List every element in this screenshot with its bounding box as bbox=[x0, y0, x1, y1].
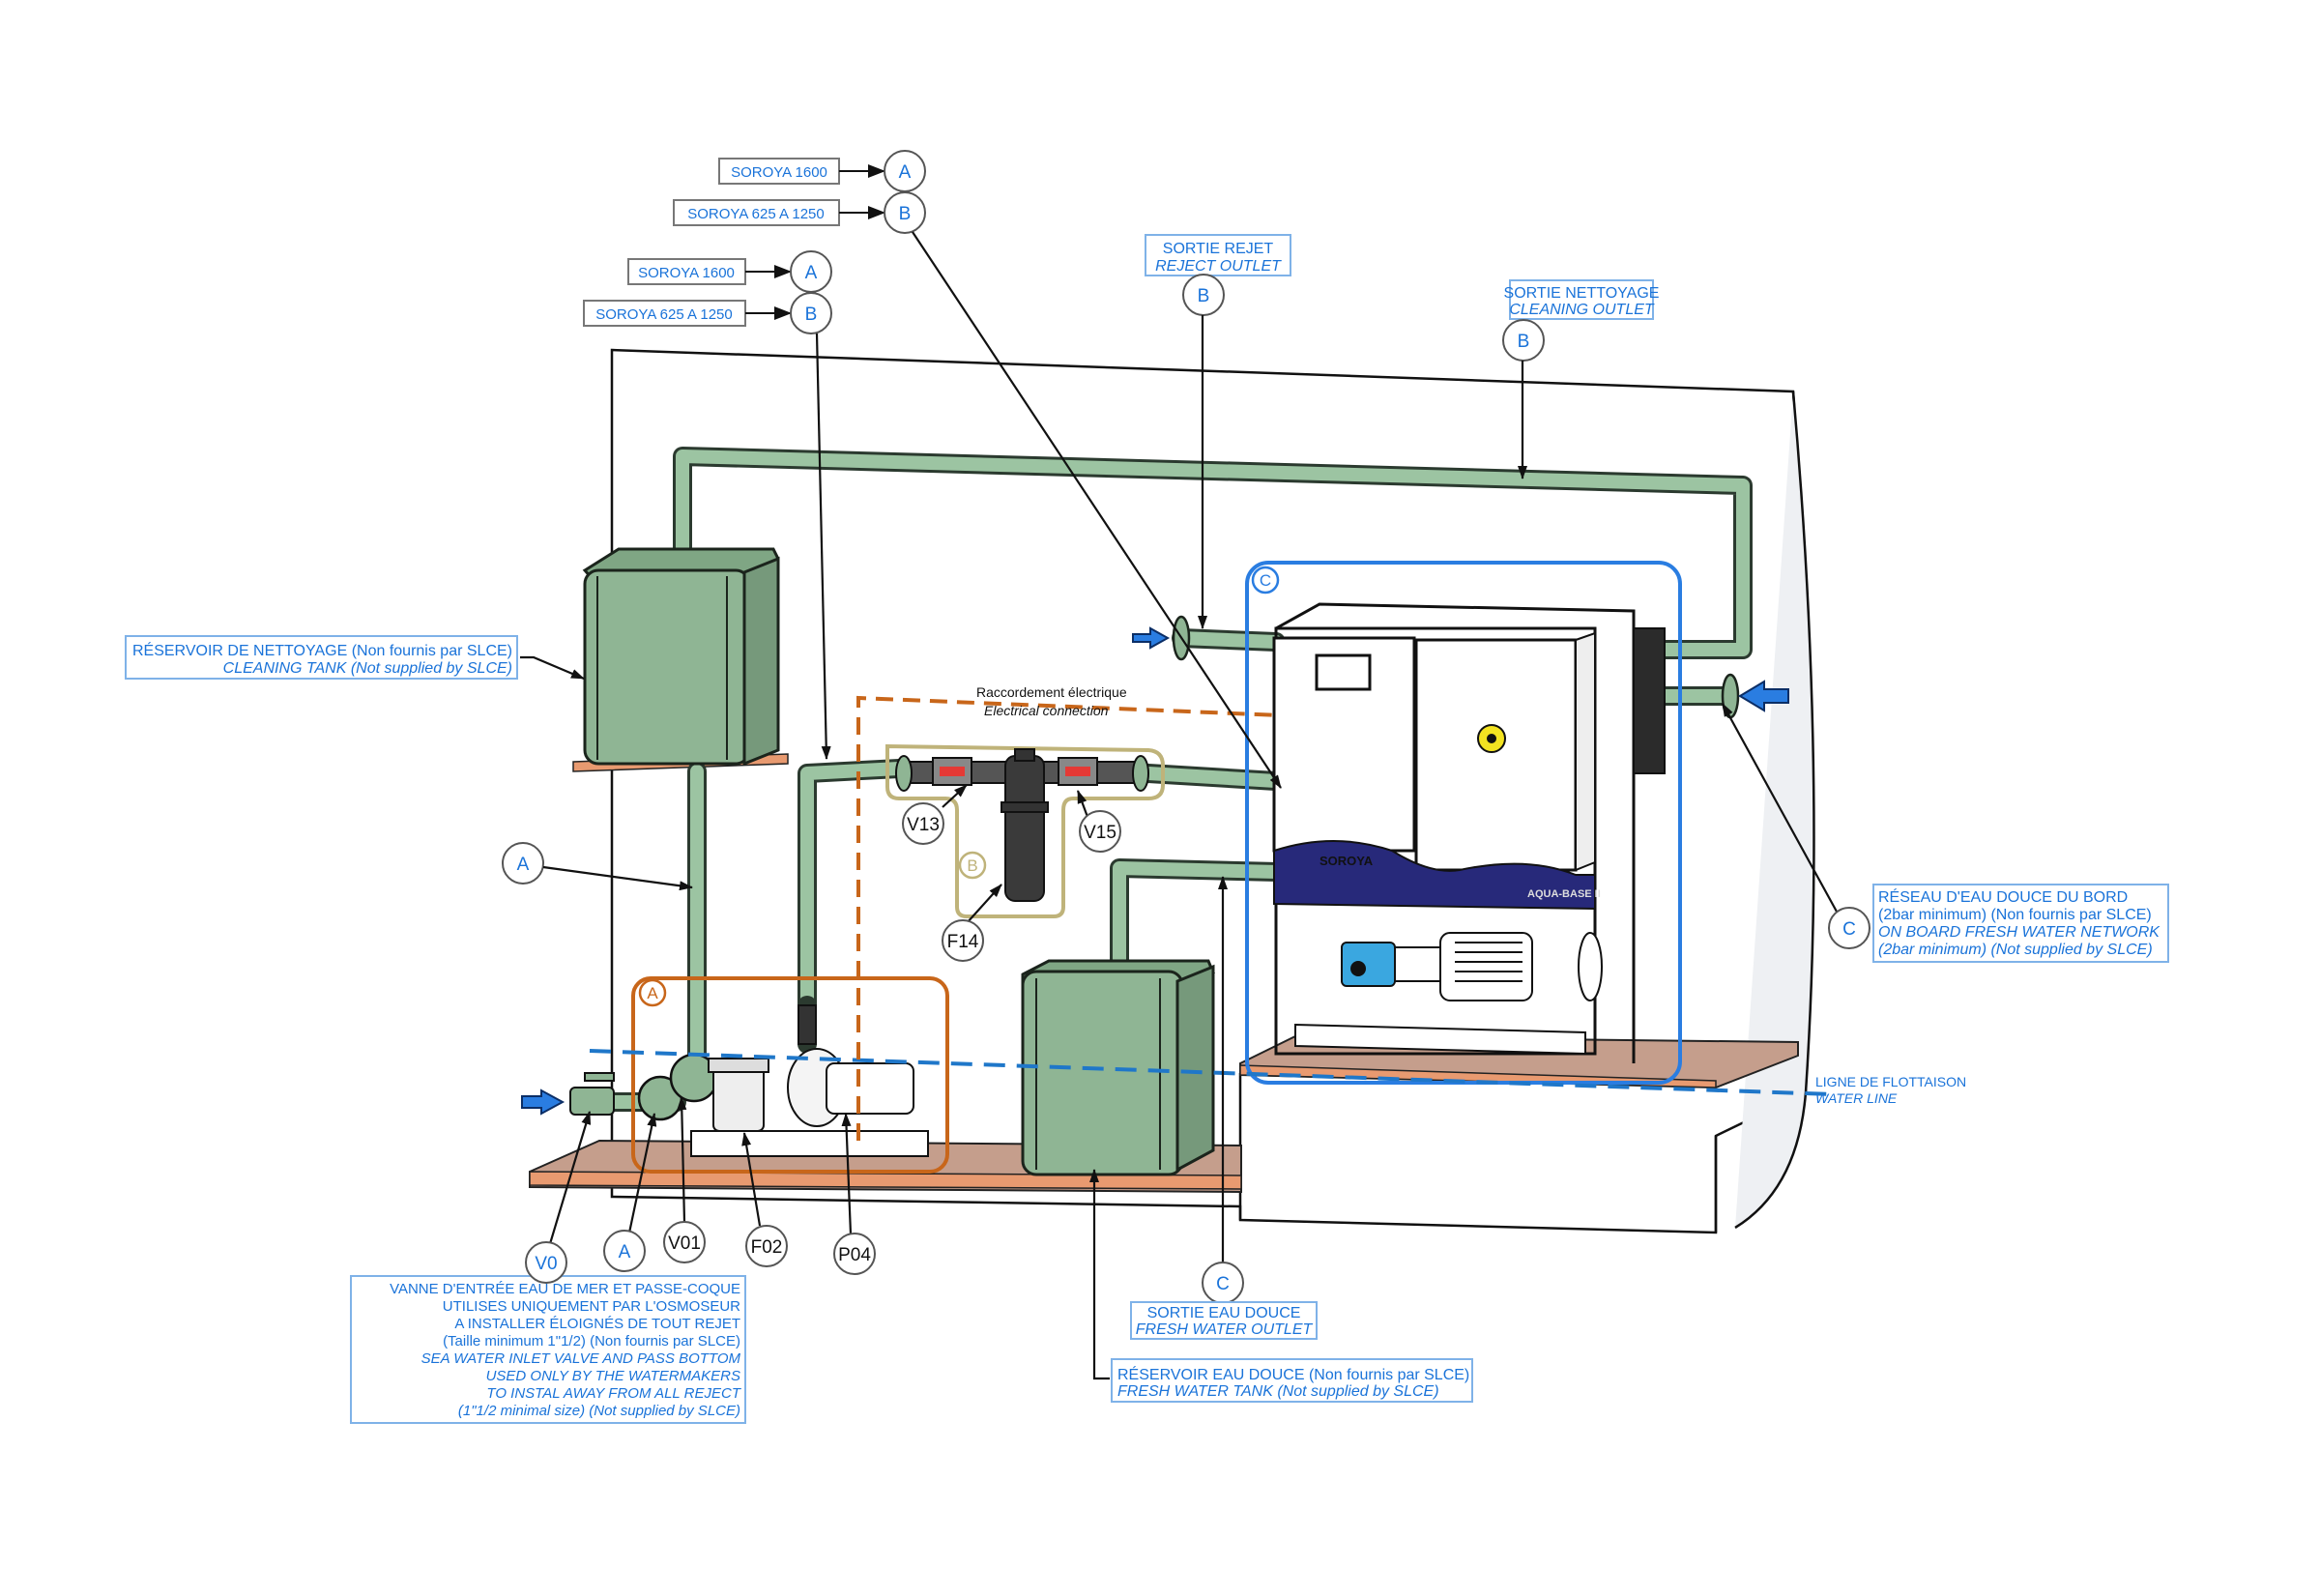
cleaning-outlet-fr: SORTIE NETTOYAGE bbox=[1504, 285, 1660, 302]
fresh-water-network-line-4: (2bar minimum) (Not supplied by SLCE) bbox=[1878, 942, 2153, 958]
model-legend-upper: SOROYA 1600 A SOROYA 625 A 1250 B bbox=[673, 150, 1282, 789]
valve-v15 bbox=[1058, 757, 1098, 786]
svg-text:C: C bbox=[1260, 571, 1271, 590]
fresh-water-tank-fr: RÉSERVOIR EAU DOUCE (Non fournis par SLC… bbox=[1117, 1365, 1469, 1383]
model-legend-lower: SOROYA 1600 A SOROYA 625 A 1250 B bbox=[583, 250, 832, 760]
sea-inlet-line-5: SEA WATER INLET VALVE AND PASS BOTTOM bbox=[421, 1350, 741, 1367]
component-p04: P04 bbox=[838, 1245, 871, 1265]
legend-lower-b-ref: B bbox=[805, 305, 818, 325]
electrical-label-en: Electrical connection bbox=[984, 703, 1109, 718]
fresh-water-network-line-1: RÉSEAU D'EAU DOUCE DU BORD bbox=[1878, 887, 2128, 906]
pipes bbox=[594, 447, 1753, 1112]
component-f02: F02 bbox=[751, 1237, 783, 1258]
reject-outlet-fr: SORTIE REJET bbox=[1163, 241, 1274, 257]
reject-outlet-ref: B bbox=[1198, 286, 1210, 306]
legend-lower-b-text: SOROYA 625 A 1250 bbox=[595, 306, 733, 323]
sea-inlet-line-7: TO INSTAL AWAY FROM ALL REJECT bbox=[486, 1385, 741, 1402]
sea-inlet-line-6: USED ONLY BY THE WATERMAKERS bbox=[486, 1368, 740, 1384]
legend-upper-b-text: SOROYA 625 A 1250 bbox=[687, 206, 825, 222]
fresh-water-tank bbox=[1021, 959, 1215, 1176]
sea-inlet-callout: VANNE D'ENTRÉE EAU DE MER ET PASSE-COQUE… bbox=[350, 1275, 746, 1424]
cleaning-tank-en: CLEANING TANK (Not supplied by SLCE) bbox=[223, 660, 512, 677]
reject-outlet-en: REJECT OUTLET bbox=[1155, 258, 1282, 275]
legend-lower-a-text: SOROYA 1600 bbox=[638, 265, 735, 281]
water-line-en: WATER LINE bbox=[1815, 1090, 1898, 1106]
cleaning-outlet-callout: SORTIE NETTOYAGE CLEANING OUTLET B bbox=[1502, 279, 1660, 479]
group-b-filter-assembly bbox=[885, 743, 1165, 918]
fresh-water-tank-en: FRESH WATER TANK (Not supplied by SLCE) bbox=[1117, 1383, 1439, 1400]
water-line-fr: LIGNE DE FLOTTAISON bbox=[1815, 1074, 1966, 1089]
svg-text:A: A bbox=[647, 984, 658, 1002]
legend-upper-b-ref: B bbox=[899, 204, 912, 224]
svg-text:B: B bbox=[967, 856, 977, 875]
fresh-water-outlet-callout: C SORTIE EAU DOUCE FRESH WATER OUTLET bbox=[1130, 876, 1318, 1340]
sea-inlet-arrow-icon bbox=[521, 1088, 566, 1116]
filter-f14 bbox=[1004, 755, 1045, 902]
cleaning-tank-fr: RÉSERVOIR DE NETTOYAGE (Non fournis par … bbox=[132, 641, 512, 659]
component-a: A bbox=[619, 1242, 631, 1262]
component-v0: V0 bbox=[535, 1254, 557, 1274]
cleaning-outlet-ref: B bbox=[1518, 332, 1530, 352]
fresh-water-outlet-ref: C bbox=[1216, 1274, 1230, 1294]
sea-inlet-line-8: (1"1/2 minimal size) (Not supplied by SL… bbox=[458, 1403, 740, 1419]
legend-upper-a-ref: A bbox=[899, 162, 912, 183]
sea-inlet-line-1: VANNE D'ENTRÉE EAU DE MER ET PASSE-COQUE bbox=[390, 1281, 740, 1297]
legend-upper-a-text: SOROYA 1600 bbox=[731, 164, 827, 181]
reject-flow-arrow-icon bbox=[1132, 626, 1171, 650]
electrical-connection-line: Raccordement électrique Electrical conne… bbox=[856, 684, 1282, 1141]
hull-wall bbox=[610, 348, 1815, 1234]
water-line bbox=[589, 1049, 1833, 1096]
cleaning-tank bbox=[582, 547, 780, 767]
sea-inlet-line-4: (Taille minimum 1"1/2) (Non fournis par … bbox=[443, 1333, 740, 1349]
unit-model: AQUA-BASE II bbox=[1527, 888, 1601, 900]
pipe-a-callout: A bbox=[502, 842, 693, 891]
component-v13: V13 bbox=[907, 815, 940, 835]
fresh-water-network-line-2: (2bar minimum) (Non fournis par SLCE) bbox=[1878, 907, 2152, 923]
legend-lower-a-ref: A bbox=[805, 263, 818, 283]
valve-v13 bbox=[932, 757, 972, 786]
unit-brand: SOROYA bbox=[1320, 854, 1374, 868]
component-f14: F14 bbox=[947, 932, 979, 952]
sea-inlet-line-3: A INSTALLER ÉLOIGNÉS DE TOUT REJET bbox=[454, 1316, 740, 1332]
reject-outlet-callout: SORTIE REJET REJECT OUTLET B bbox=[1145, 234, 1291, 629]
component-v01: V01 bbox=[668, 1233, 701, 1254]
fresh-water-tank-callout: RÉSERVOIR EAU DOUCE (Non fournis par SLC… bbox=[1089, 1169, 1473, 1403]
flow-arrows bbox=[521, 626, 1789, 1116]
watermaker-unit: SOROYA AQUA-BASE II bbox=[1245, 561, 1682, 1085]
cleaning-tank-callout: RÉSERVOIR DE NETTOYAGE (Non fournis par … bbox=[125, 635, 585, 681]
electrical-label-fr: Raccordement électrique bbox=[976, 684, 1127, 700]
sea-inlet-line-2: UTILISES UNIQUEMENT PAR L'OSMOSEUR bbox=[443, 1298, 740, 1315]
water-line-callout: LIGNE DE FLOTTAISON WATER LINE bbox=[1815, 1074, 1966, 1106]
component-callouts: V0 A V01 F02 P04 V13 V15 F14 bbox=[525, 784, 1121, 1284]
fresh-water-outlet-fr: SORTIE EAU DOUCE bbox=[1147, 1305, 1301, 1321]
fresh-water-outlet-en: FRESH WATER OUTLET bbox=[1136, 1321, 1314, 1338]
group-c-marker: C bbox=[1251, 566, 1280, 595]
group-a-marker: A bbox=[638, 978, 667, 1007]
sea-inlet-valve-v0 bbox=[569, 1087, 615, 1116]
cleaning-outlet-en: CLEANING OUTLET bbox=[1509, 302, 1655, 318]
pipe-a-ref: A bbox=[517, 855, 530, 875]
fresh-water-network-callout: C RÉSEAU D'EAU DOUCE DU BORD (2bar minim… bbox=[1722, 703, 2169, 963]
freshwater-inlet-arrow-icon bbox=[1738, 680, 1789, 712]
fresh-water-network-ref: C bbox=[1842, 919, 1856, 940]
component-v15: V15 bbox=[1084, 823, 1116, 843]
fresh-water-network-line-3: ON BOARD FRESH WATER NETWORK bbox=[1878, 924, 2160, 941]
group-b-marker: B bbox=[958, 851, 987, 880]
